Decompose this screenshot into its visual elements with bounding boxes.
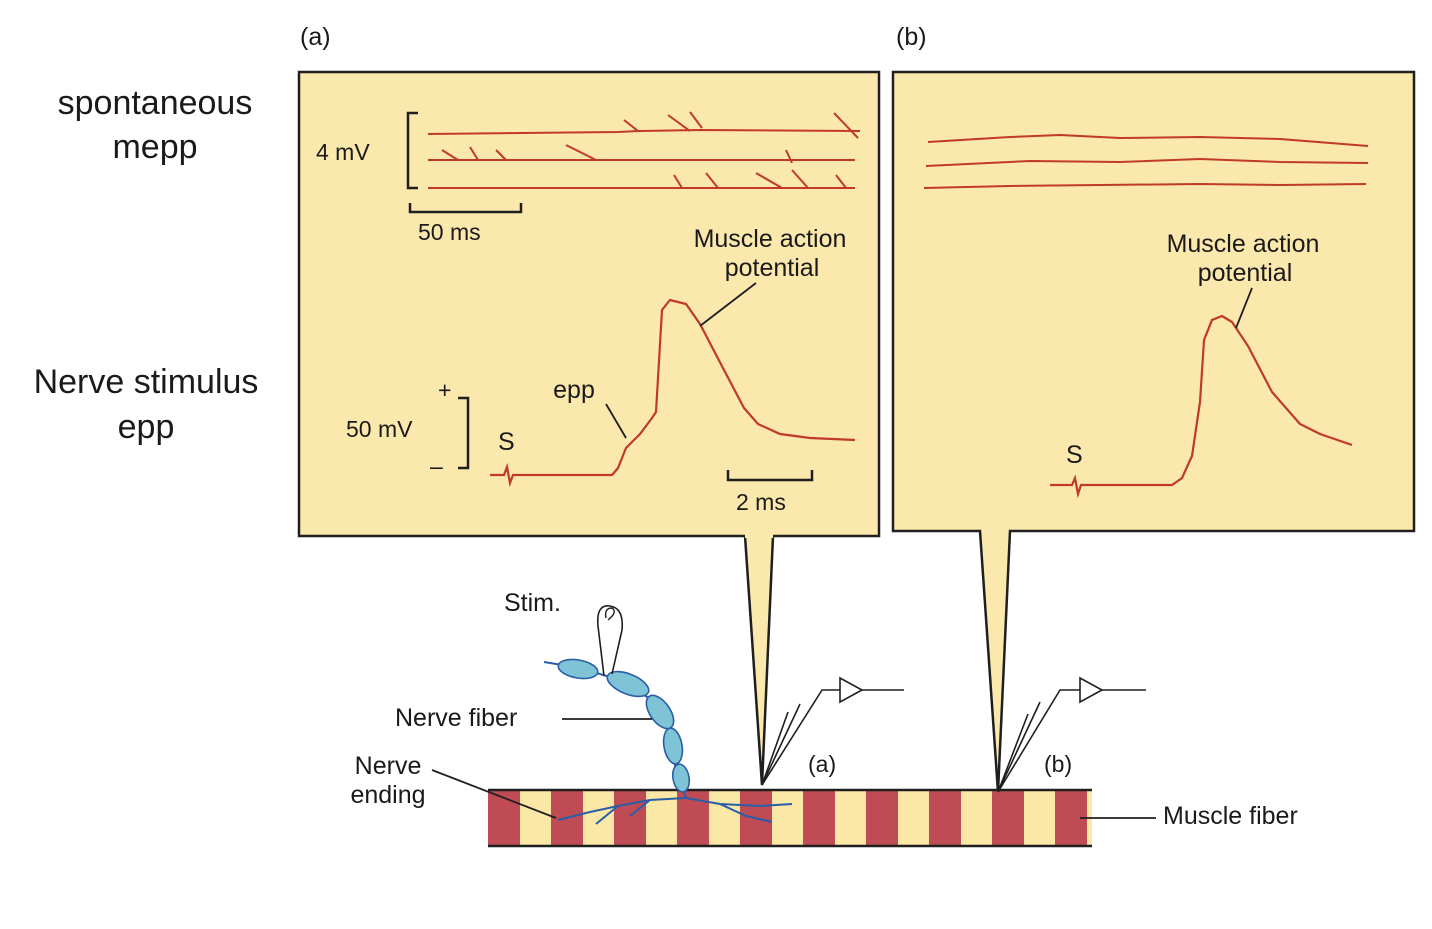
- mepp-traces-a: [427, 111, 861, 189]
- nerve-ending-branches: [557, 797, 793, 825]
- nerve-ending-leader: [431, 769, 557, 819]
- map-leader-a: [699, 282, 757, 327]
- electrode-b-lead-2: [997, 701, 1041, 793]
- panel-a: 4 mV 50 ms Muscle action potential epp +…: [297, 70, 881, 786]
- row-label-spontaneous: spontaneous: [58, 84, 253, 122]
- nerve-branch-5: [629, 799, 651, 817]
- striation-band: [929, 790, 961, 846]
- scale-bar-4mv: [406, 111, 418, 190]
- scale-bar-50mv: [458, 396, 470, 470]
- scale-bar-50ms: [408, 203, 523, 214]
- stim-label: Stim.: [504, 589, 561, 617]
- striation-band: [992, 790, 1024, 846]
- stim-electrode: [596, 605, 624, 677]
- mepp-trace-b-1: [927, 133, 1369, 147]
- mepp-trace-b-2: [925, 157, 1369, 167]
- muscle-fiber-body: [488, 790, 1092, 846]
- panel-a-label: (a): [300, 23, 331, 51]
- myelin-segment-1: [557, 658, 599, 680]
- nerve-branch-3: [685, 797, 793, 808]
- mepp-events-a-3: [673, 169, 847, 189]
- scale-plus: +: [438, 377, 451, 403]
- myelin-segment-4: [662, 727, 684, 765]
- panel-b: Muscle action potential S: [891, 70, 1416, 793]
- stim-marker-b: S: [1066, 441, 1083, 469]
- electrode-a-lead-2: [761, 703, 801, 786]
- amplifier-b-icon: [1079, 676, 1104, 704]
- row-label-nerve-stimulus: Nerve stimulus: [34, 363, 259, 401]
- nerve-fiber: Stim.: [504, 589, 691, 799]
- nerve-branch-2: [595, 805, 619, 825]
- panel-b-box: [891, 70, 1416, 793]
- row-label-mepp: mepp: [112, 128, 197, 166]
- nerve-fiber-label: Nerve fiber: [395, 704, 517, 732]
- map-label-a-line2: potential: [725, 254, 820, 282]
- electrode-a-lead-3: [761, 711, 789, 786]
- muscle-fiber: Muscle fiber: [488, 788, 1298, 848]
- epp-leader: [605, 403, 627, 439]
- action-potential-trace-b: [1050, 314, 1353, 499]
- map-label-a-line1: Muscle action: [694, 225, 847, 253]
- striation-band: [488, 790, 520, 846]
- scale-bar-2ms: [726, 470, 814, 482]
- mepp-traces-b: [923, 133, 1369, 189]
- mepp-trace-b-3: [923, 182, 1367, 189]
- mepp-events-a-1: [623, 111, 859, 139]
- mepp-events-a-2: [441, 144, 793, 164]
- myelin-segments: [557, 658, 691, 793]
- stim-marker-a: S: [498, 428, 515, 456]
- nerve-branch-4: [719, 803, 773, 823]
- electrode-a-label: (a): [808, 751, 836, 777]
- muscle-fiber-label: Muscle fiber: [1163, 802, 1298, 830]
- map-leader-b: [1235, 287, 1253, 329]
- striation-band: [803, 790, 835, 846]
- myelin-segment-2: [606, 670, 650, 698]
- striation-band: [866, 790, 898, 846]
- scale-label-50mv: 50 mV: [346, 416, 413, 442]
- epp-label: epp: [553, 376, 595, 404]
- panel-b-label: (b): [896, 23, 927, 51]
- electrode-a-lead-1: [761, 689, 840, 786]
- striation-band: [614, 790, 646, 846]
- panel-a-box: [297, 70, 881, 786]
- scale-label-2ms: 2 ms: [736, 489, 786, 515]
- recording-electrode-b: [997, 676, 1146, 793]
- myelin-segment-5: [671, 763, 691, 793]
- nerve-ending-label-line1: Nerve: [355, 752, 422, 780]
- mepp-trace-a-1: [427, 128, 861, 135]
- scale-minus: –: [430, 453, 443, 479]
- row-label-epp: epp: [118, 408, 175, 446]
- electrode-b-label: (b): [1044, 751, 1072, 777]
- nerve-ending-label-line2: ending: [350, 781, 425, 809]
- action-potential-trace-a: [490, 298, 856, 488]
- map-label-b-line2: potential: [1198, 259, 1293, 287]
- electrode-b-lead-3: [997, 713, 1029, 793]
- amplifier-a-icon: [839, 676, 864, 704]
- scale-label-50ms: 50 ms: [418, 219, 481, 245]
- scale-label-4mv: 4 mV: [316, 139, 370, 165]
- map-label-b-line1: Muscle action: [1167, 230, 1320, 258]
- recording-electrode-a: [761, 676, 904, 786]
- stim-electrode-tip: [604, 607, 615, 621]
- electrode-b-lead-1: [997, 689, 1080, 793]
